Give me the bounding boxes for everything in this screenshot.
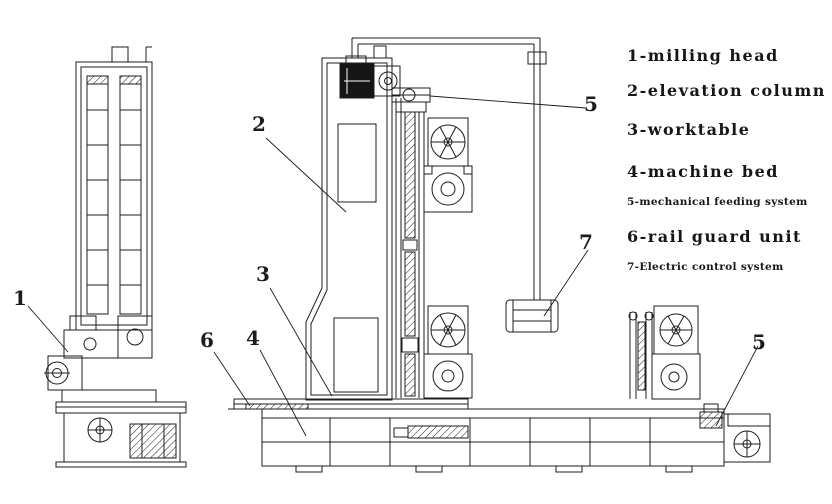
legend-item-elevation-column: 2-elevation column bbox=[627, 81, 826, 100]
gearbox-upper bbox=[423, 117, 473, 213]
callout-5-right: 5 bbox=[752, 330, 766, 354]
leader-6 bbox=[213, 351, 251, 407]
callout-2: 2 bbox=[252, 112, 266, 136]
callout-6: 6 bbox=[200, 328, 214, 352]
leader-3 bbox=[269, 287, 333, 397]
side-machine-bed bbox=[55, 389, 187, 468]
side-view bbox=[44, 46, 187, 468]
leader-5-top bbox=[429, 95, 587, 109]
rail-guard-strip bbox=[245, 403, 309, 410]
side-milling-head bbox=[44, 315, 153, 391]
front-view bbox=[228, 37, 771, 473]
callout-4: 4 bbox=[246, 326, 260, 350]
feeding-system-right bbox=[628, 305, 701, 400]
leader-7 bbox=[543, 249, 589, 317]
leader-2 bbox=[265, 137, 347, 213]
callout-7: 7 bbox=[579, 230, 593, 254]
legend-item-feeding-system: 5-mechanical feeding system bbox=[627, 196, 808, 208]
electric-control-pendant bbox=[505, 299, 559, 333]
callout-5-top: 5 bbox=[584, 92, 598, 116]
legend-item-rail-guard-unit: 6-rail guard unit bbox=[627, 227, 802, 246]
legend-item-electric-control: 7-Electric control system bbox=[627, 261, 784, 273]
overarm-pipe-rail-guard bbox=[351, 37, 547, 300]
worktable bbox=[228, 398, 724, 410]
leader-4 bbox=[259, 349, 307, 437]
elevation-column-front bbox=[305, 45, 393, 401]
machine-bed bbox=[261, 408, 725, 473]
side-elevation-column bbox=[75, 61, 153, 331]
leader-1 bbox=[27, 305, 69, 353]
side-top-tab bbox=[111, 46, 129, 63]
callout-3: 3 bbox=[256, 262, 270, 286]
callout-1: 1 bbox=[13, 286, 27, 310]
legend-item-milling-head: 1-milling head bbox=[627, 46, 779, 65]
feeding-mechanism-top bbox=[391, 87, 431, 113]
legend-item-worktable: 3-worktable bbox=[627, 120, 751, 139]
milling-head-front bbox=[339, 55, 401, 99]
bed-end-unit bbox=[699, 403, 771, 463]
side-motor bbox=[129, 423, 177, 459]
gearbox-lower bbox=[423, 305, 473, 399]
leader-5-right bbox=[715, 345, 759, 427]
spindle-guide-rails bbox=[395, 98, 425, 398]
legend-item-machine-bed: 4-machine bed bbox=[627, 162, 779, 181]
leader-lines bbox=[27, 95, 759, 437]
